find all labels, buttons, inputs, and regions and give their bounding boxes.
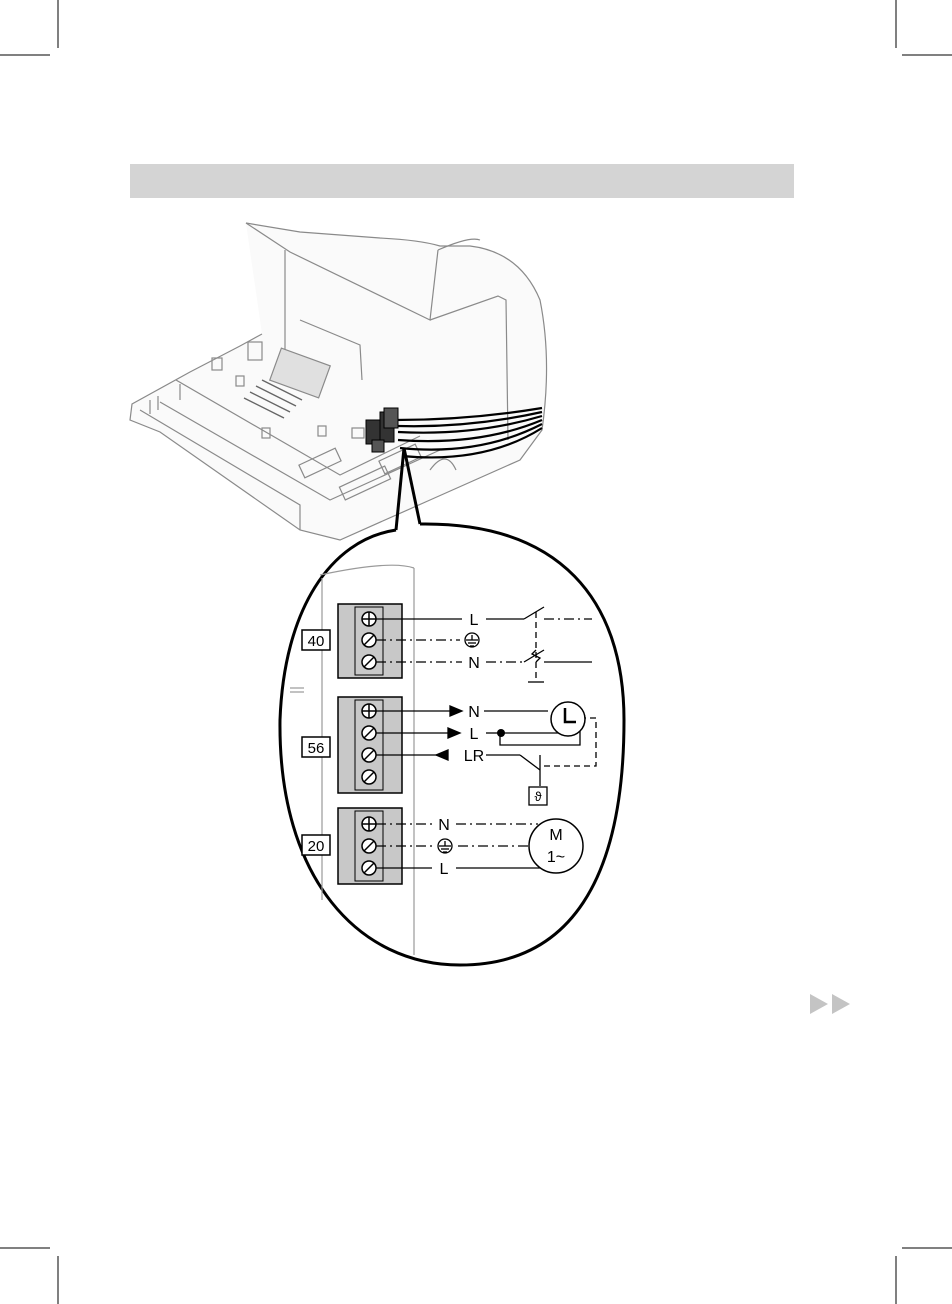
terminal-label-20: 20 (308, 838, 325, 855)
terminal-label-56: 56 (308, 740, 325, 757)
junction-dot (497, 729, 505, 737)
earth-ground-icon (465, 633, 479, 647)
wire-label-56-L: L (470, 726, 479, 743)
next-page-icon[interactable] (810, 994, 850, 1014)
wire-label-56-LR: LR (464, 748, 484, 765)
wire-label-40-L: L (470, 612, 479, 629)
svg-text:ϑ: ϑ (534, 789, 542, 804)
earth-ground-icon (438, 839, 452, 853)
mains-switch-wiring (376, 607, 592, 682)
motor-label: M (549, 827, 562, 844)
terminal-labels: 40 56 20 (302, 630, 330, 855)
clock-icon (551, 702, 585, 736)
terminal-label-40: 40 (308, 633, 325, 650)
wire-label-40-N: N (468, 655, 480, 672)
control-unit-illustration (130, 223, 547, 540)
motor-phase-label: 1~ (547, 849, 565, 866)
wire-label-20-L: L (440, 861, 449, 878)
wire-label-20-N: N (438, 817, 450, 834)
motor-icon: M 1~ (529, 819, 583, 873)
wire-label-56-N: N (468, 704, 480, 721)
thermostat-icon: ϑ (529, 787, 547, 805)
